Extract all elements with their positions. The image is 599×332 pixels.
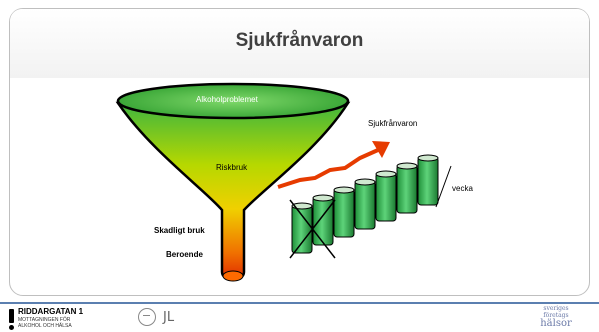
bottle-icon	[9, 309, 14, 323]
trend-label: Sjukfrånvaron	[368, 119, 418, 128]
per-week-label: vecka	[452, 184, 473, 193]
partner-logo: sveriges företags hälsor	[531, 305, 581, 331]
funnel	[115, 82, 351, 282]
org-line-3: ALKOHOL OCH HÄLSA	[18, 323, 72, 329]
funnel-top-label: Alkoholproblemet	[196, 95, 258, 104]
can-stack	[291, 154, 439, 254]
per-slash	[435, 165, 452, 208]
partner-line-2: företags	[543, 312, 569, 319]
partner-line-1: sveriges	[543, 305, 569, 312]
org-name: RIDDARGATAN 1	[18, 307, 84, 316]
footer: RIDDARGATAN 1 MOTTAGNINGEN FÖR ALKOHOL O…	[0, 304, 599, 332]
funnel-middle-label: Riskbruk	[216, 163, 248, 172]
jll-logo-icon: JL	[163, 310, 175, 325]
cross-mark	[289, 199, 336, 259]
funnel-harmful-label: Skadligt bruk	[154, 226, 205, 235]
footer-divider	[0, 302, 599, 304]
emblem-icon	[138, 308, 156, 326]
org-line-2: MOTTAGNINGEN FÖR	[18, 317, 71, 323]
title-band	[10, 9, 589, 78]
funnel-dependence-label: Beroende	[166, 250, 203, 259]
slide-title: Sjukfrånvaron	[235, 30, 364, 51]
partner-line-3: hälsor	[540, 318, 572, 329]
rising-arrow	[277, 141, 390, 189]
dot-icon	[9, 325, 14, 330]
riddargatan-logo: RIDDARGATAN 1 MOTTAGNINGEN FÖR ALKOHOL O…	[9, 307, 109, 331]
